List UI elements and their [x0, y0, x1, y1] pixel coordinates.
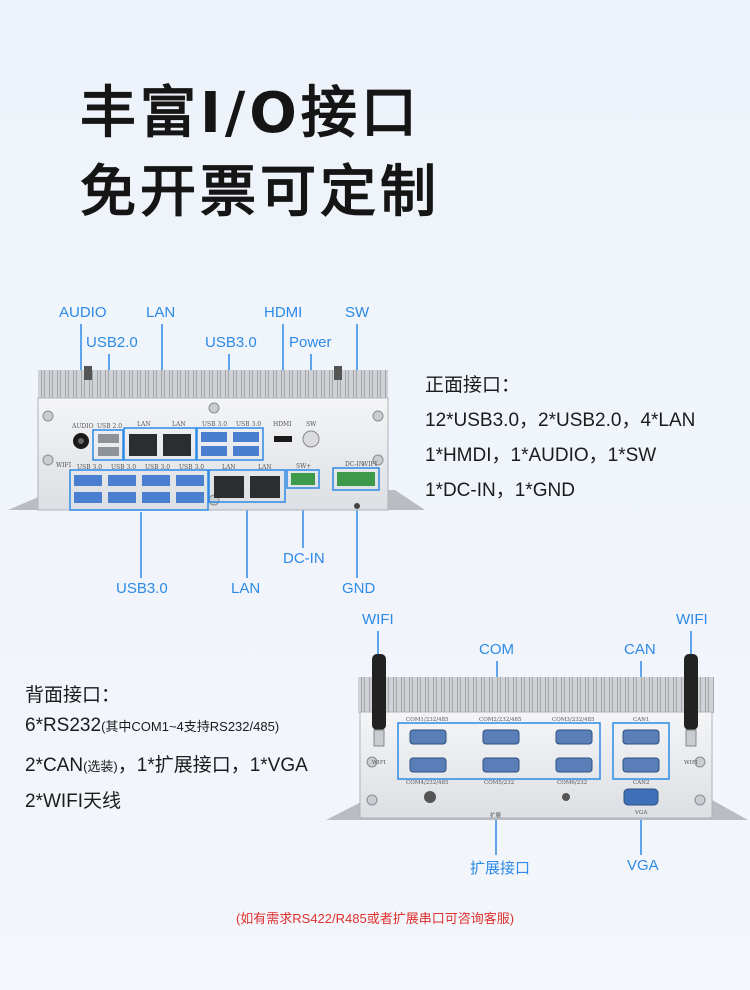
label-usb20: USB2.0 [86, 334, 138, 351]
silk-usb-b3: USB 3.0 [145, 464, 170, 471]
silk-sw-plus: SW+ [296, 463, 311, 470]
label-expand: 扩展接口 [470, 860, 531, 877]
silk-com5: COM5/232 [484, 780, 514, 786]
label-gnd: GND [342, 580, 376, 597]
back-desc-line2-note: (选装) [83, 759, 118, 774]
label-power: Power [289, 334, 332, 351]
label-wifi-right: WIFI [676, 611, 708, 628]
silk-com3: COM3/232/485 [552, 717, 595, 723]
silk-usb-b1: USB 3.0 [77, 464, 102, 471]
label-com: COM [479, 641, 514, 658]
label-usb30-top: USB3.0 [205, 334, 257, 351]
label-usb30-bottom: USB3.0 [116, 580, 168, 597]
label-sw: SW [345, 304, 370, 321]
label-lan-top: LAN [146, 304, 176, 321]
silk-dcin: DC-IN [345, 461, 364, 468]
label-wifi-left: WIFI [362, 611, 394, 628]
footnote: (如有需求RS422/R485或者扩展串口可咨询客服) [235, 911, 515, 926]
silk-lan2: LAN [172, 421, 186, 428]
front-desc-line1: 12*USB3.0，2*USB2.0，4*LAN [425, 410, 696, 431]
front-desc-line2: 1*HMDI，1*AUDIO，1*SW [425, 445, 657, 466]
label-hdmi: HDMI [264, 304, 303, 321]
silk-usb30a: USB 3.0 [202, 421, 227, 428]
silk-audio: AUDIO [71, 423, 94, 430]
label-can: CAN [624, 641, 656, 658]
back-desc-line3: 2*WIFI天线 [25, 791, 122, 812]
silk-lan1: LAN [137, 421, 151, 428]
silk-lan-b2: LAN [258, 464, 272, 471]
back-desc-line1: 6*RS232(其中COM1~4支持RS232/485) [25, 715, 279, 737]
back-desc-line1-main: 6*RS232 [25, 715, 102, 736]
silk-wifi-l: WIFI [372, 760, 386, 766]
silk-com1: COM1/232/485 [406, 717, 449, 723]
label-lan-bottom: LAN [231, 580, 261, 597]
silk-usb-b4: USB 3.0 [179, 464, 204, 471]
silk-wifi: WIFI [56, 462, 72, 469]
front-desc-line3: 1*DC-IN，1*GND [425, 480, 575, 501]
label-audio: AUDIO [59, 304, 107, 321]
silk-usb20: USB 2.0 [97, 423, 122, 430]
silk-hdmi: HDMI [273, 421, 292, 428]
back-desc-line2: 2*CAN(选装)，1*扩展接口，1*VGA [25, 750, 308, 777]
front-desc-title: 正面接口： [425, 375, 521, 396]
silk-com4: COM4/232/485 [406, 780, 449, 786]
silk-expand: 扩展 [490, 811, 502, 819]
label-vga: VGA [627, 857, 659, 874]
back-desc-line2-main: 2*CAN [25, 755, 84, 776]
back-desc-line1-note: (其中COM1~4支持RS232/485) [101, 719, 280, 734]
silk-com6: COM6/232 [557, 780, 587, 786]
label-dcin: DC-IN [283, 550, 325, 567]
silk-can2: CAN2 [633, 780, 650, 786]
back-desc-title: 背面接口： [25, 685, 121, 706]
title-line1: 丰富I/O接口 [80, 81, 421, 146]
silk-com2: COM2/232/485 [479, 717, 522, 723]
silk-can1: CAN1 [633, 717, 650, 723]
title-line2: 免开票可定制 [80, 160, 440, 225]
silk-usb30b: USB 3.0 [236, 421, 261, 428]
silk-lan-b1: LAN [222, 464, 236, 471]
silk-vga: VGA [634, 810, 648, 816]
silk-usb-b2: USB 3.0 [111, 464, 136, 471]
back-desc-line2-rest: ，1*扩展接口，1*VGA [117, 755, 308, 776]
silk-wifi-r: WIFI [684, 760, 698, 766]
silk-sw: SW [306, 421, 317, 428]
silk-wifi-r: WIFI [362, 461, 378, 468]
